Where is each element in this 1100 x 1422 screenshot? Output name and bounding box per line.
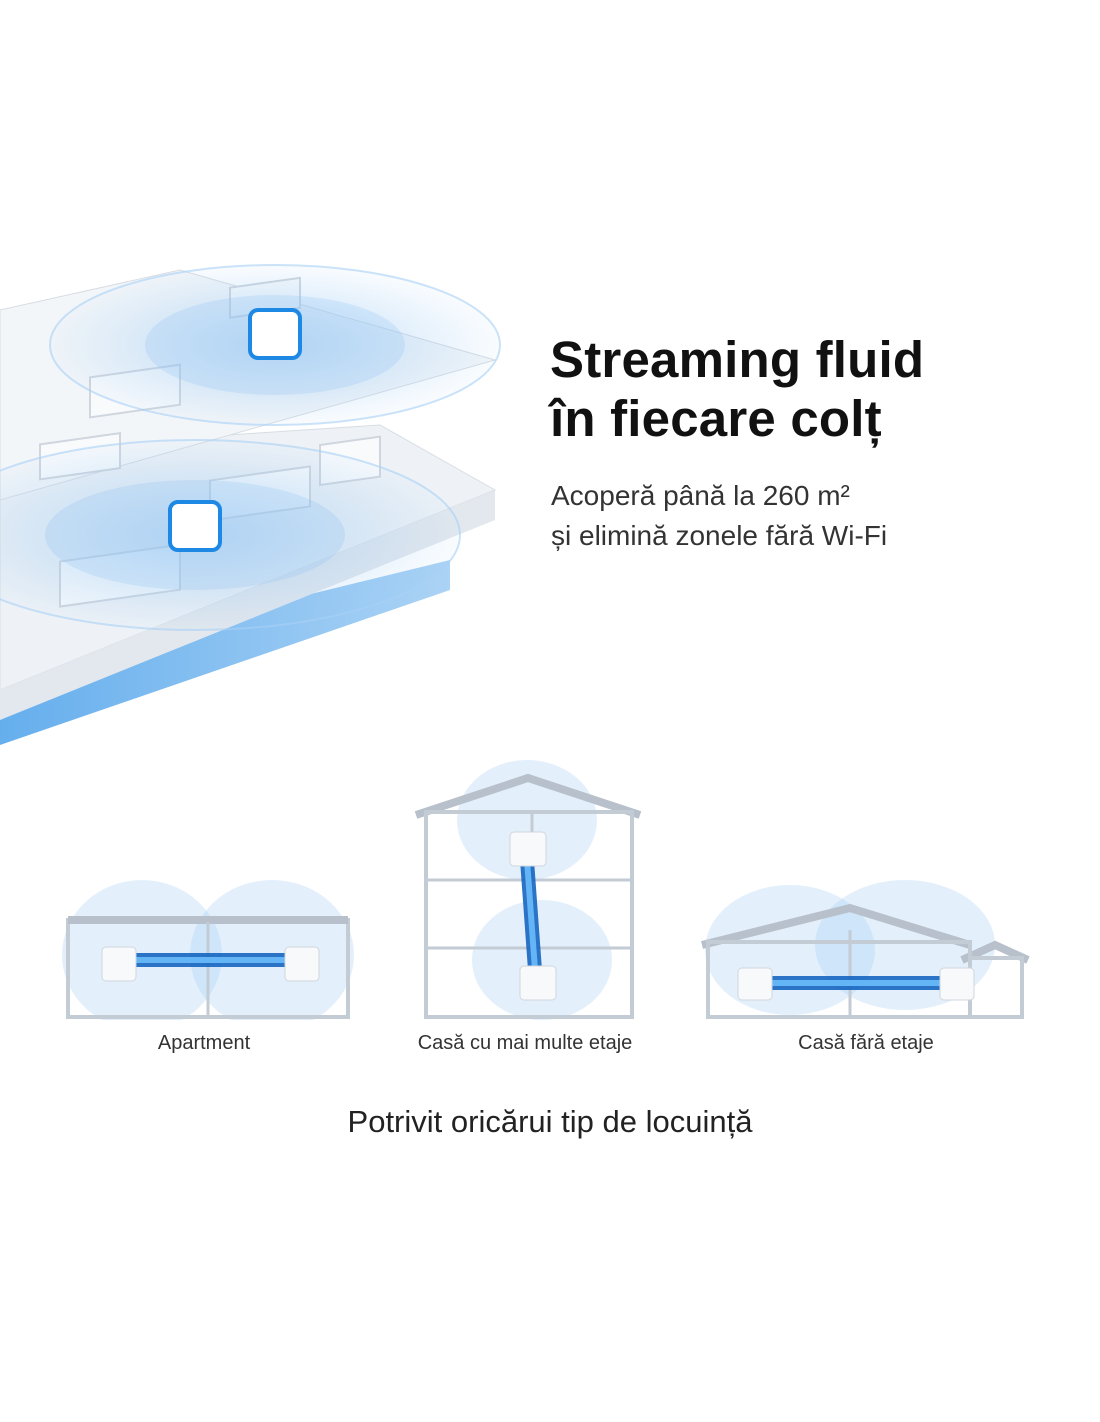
- headline-line-1: Streaming fluid: [550, 331, 925, 388]
- single-storey-house-illustration: [700, 880, 1030, 1020]
- headline: Streaming fluid în fiecare colț: [550, 330, 1070, 448]
- mesh-unit-upper-icon: [248, 308, 302, 360]
- subtext-line-1: Acoperă până la 260 m²: [551, 480, 850, 511]
- apartment-label: Apartment: [157, 1032, 251, 1054]
- footer-tagline: Potrivit oricărui tip de locuință: [347, 1104, 753, 1139]
- floorplan-illustration: [0, 250, 610, 750]
- apartment-illustration: [62, 875, 354, 1020]
- single-storey-house-label: Casă fără etaje: [798, 1032, 934, 1054]
- mesh-unit-lower-icon: [168, 500, 222, 552]
- headline-line-2: în fiecare colț: [550, 390, 882, 447]
- coverage-subtext: Acoperă până la 260 m² și elimină zonele…: [551, 476, 1071, 556]
- multi-storey-house-illustration: [412, 760, 644, 1020]
- multi-storey-house-label: Casă cu mai multe etaje: [417, 1032, 633, 1054]
- subtext-line-2: și elimină zonele fără Wi-Fi: [551, 520, 888, 551]
